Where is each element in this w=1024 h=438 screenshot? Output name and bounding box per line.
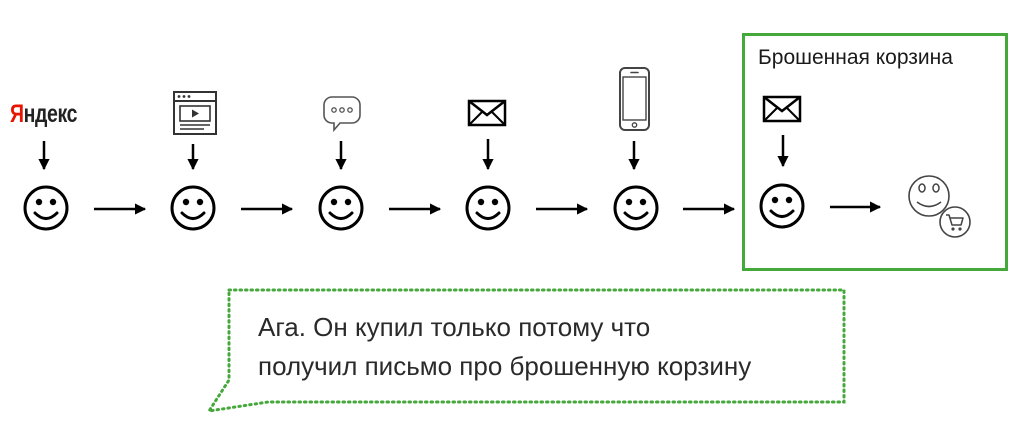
abandoned-cart-frame: [742, 33, 1008, 271]
speech-bubble-text: Ага. Он купил только потому что получил …: [258, 308, 751, 386]
speech-line: получил письмо про брошенную корзину: [258, 351, 752, 381]
speech-bubble-icon: [323, 96, 361, 133]
speech-line: Ага. Он купил только потому что: [258, 312, 651, 342]
smartphone-icon: [619, 67, 650, 131]
abandoned-cart-title: Брошенная корзина: [758, 46, 953, 69]
envelope-icon: [467, 99, 507, 127]
yandex-logo: Яндекс: [10, 100, 78, 128]
customer-smiley-icon: [613, 185, 659, 231]
speech-bubble-outline: [205, 288, 846, 413]
customer-smiley-icon: [23, 185, 69, 231]
browser-video-icon: [173, 91, 217, 135]
customer-smiley-icon: [170, 185, 216, 231]
envelope-icon: [762, 95, 802, 123]
customer-smiley-icon: [465, 185, 511, 231]
customer-smiley-icon: [318, 185, 364, 231]
smiley-cart-icon: [908, 175, 971, 238]
